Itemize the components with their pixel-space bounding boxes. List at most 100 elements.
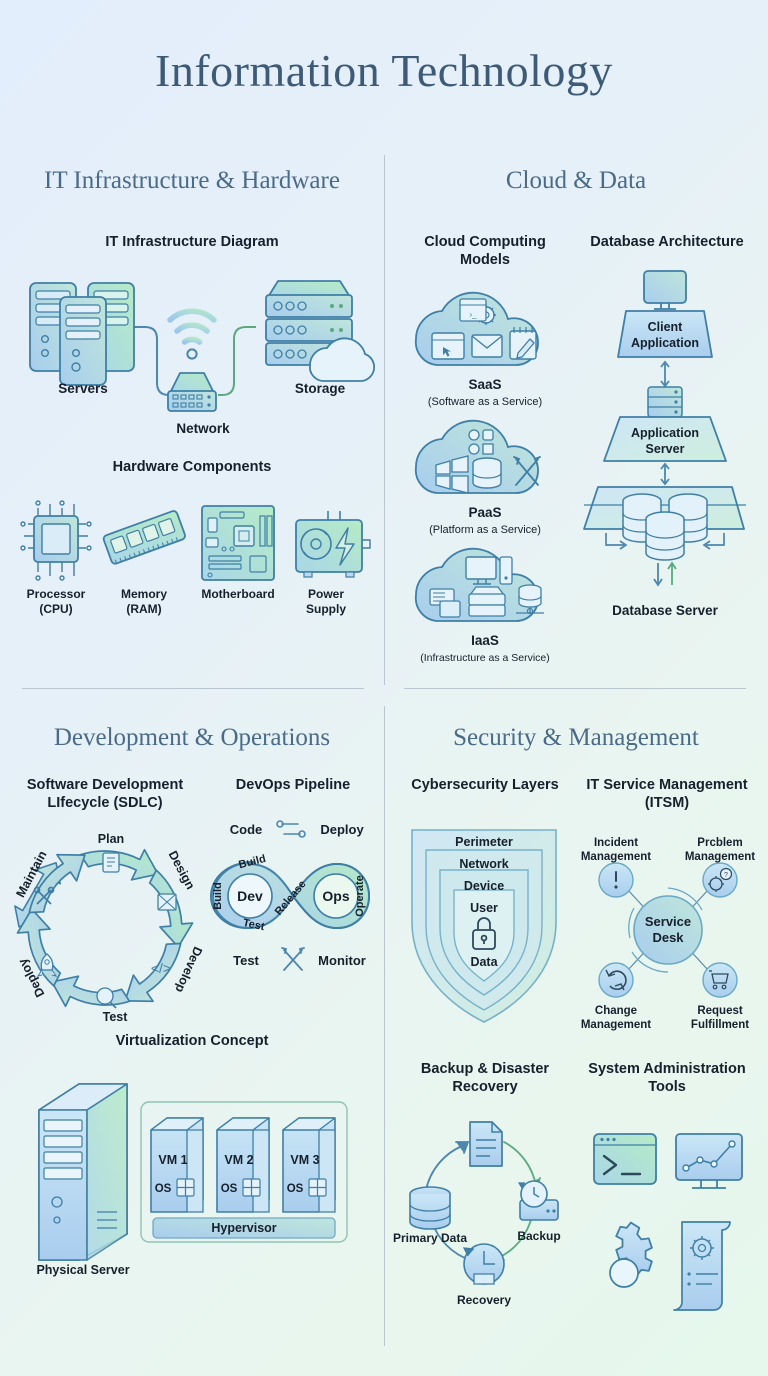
cybersecurity-layers-graphic: Perimeter Network Device User Data	[411, 829, 557, 1024]
padlock-icon	[472, 917, 496, 951]
database-icon	[472, 457, 502, 489]
svg-text:</>: </>	[151, 960, 171, 976]
alert-exclamation-icon	[598, 862, 634, 898]
devops-inner-build-left: Build	[212, 882, 224, 910]
itsm-label-request-1: Request	[697, 1005, 743, 1017]
cloud-iaas	[414, 548, 544, 623]
tools-cross-icon	[281, 947, 305, 972]
block-title-virtualization: Virtualization Concept	[115, 1033, 269, 1050]
notepad-pencil-icon	[509, 327, 537, 360]
node-label-storage: Storage	[295, 381, 346, 396]
itsm-label-change-2: Management	[581, 1019, 651, 1031]
model-expansion-paas: (Platform as a Service)	[429, 524, 541, 536]
devops-label-deploy: Deploy	[320, 822, 364, 837]
vm-os-2: OS	[221, 1183, 238, 1195]
section-cloud-data: Cloud & Data Cloud Computing Models	[384, 145, 768, 688]
svg-text:Motherboard: Motherboard	[201, 587, 274, 601]
section-heading-security: Security & Management	[453, 724, 699, 751]
devops-inner-test: Test	[242, 917, 266, 933]
refresh-cycle-icon	[598, 962, 634, 998]
itsm-label-problem-2: Management	[685, 851, 755, 863]
svg-text:›_: ›_	[469, 310, 477, 319]
section-heading-cloud-data: Cloud & Data	[505, 167, 647, 194]
page-title: Information Technology	[155, 45, 613, 96]
model-abbr-paas: PaaS	[468, 505, 501, 520]
monitor-tower-icon	[465, 556, 513, 585]
devops-label-monitor: Monitor	[318, 953, 366, 968]
section-heading-infrastructure: IT Infrastructure & Hardware	[44, 167, 340, 194]
tier-label-database-server: Database Server	[612, 603, 719, 618]
backup-label-backup: Backup	[517, 1229, 560, 1243]
vm-name-2: VM 2	[224, 1153, 253, 1167]
vm-os-3: OS	[287, 1183, 304, 1195]
database-network-icon	[516, 584, 544, 615]
layer-label-device: Device	[464, 879, 504, 893]
itsm-label-problem-1: Prcblem	[697, 837, 742, 849]
database-server-tier	[583, 486, 746, 587]
power-supply-icon	[295, 511, 371, 578]
divider-horizontal-left	[22, 688, 364, 689]
virtualization-graphic: VM 1 OS VM 2 OS	[36, 1083, 348, 1277]
divider-vertical-top	[384, 155, 385, 685]
document-icon	[469, 1121, 503, 1168]
layer-label-data: Data	[470, 955, 498, 969]
application-server-tier: Application Server	[603, 386, 727, 463]
block-title-cybersecurity: Cybersecurity Layers	[411, 777, 559, 793]
svg-text:(RAM): (RAM)	[126, 602, 161, 616]
model-abbr-iaas: IaaS	[471, 633, 499, 648]
backup-drive-clock-icon	[517, 1180, 559, 1222]
itsm-label-incident-2: Management	[581, 851, 651, 863]
client-application-tier: Client Application	[617, 270, 713, 359]
layer-label-perimeter: Perimeter	[455, 835, 513, 849]
server-towers-icon	[29, 282, 135, 387]
model-expansion-saas: (Software as a Service)	[428, 396, 542, 408]
infinity-loop	[209, 861, 371, 930]
arrow-client-to-app	[660, 360, 670, 388]
block-title-itsm: IT Service Management (ITSM)	[586, 777, 748, 812]
storage-box-icon	[468, 586, 506, 617]
svg-text:Power: Power	[308, 587, 344, 601]
hypervisor-label: Hypervisor	[211, 1221, 276, 1235]
devops-pipeline-graphic: Dev Ops Code Deploy Test Monitor Build B…	[209, 820, 371, 972]
svg-text:Application: Application	[631, 336, 699, 350]
physical-server-3d	[38, 1083, 128, 1262]
svg-text:?: ?	[724, 872, 728, 879]
block-title-backup-dr: Backup & Disaster Recovery	[420, 1061, 550, 1096]
windows-tiles-icon	[435, 455, 469, 495]
storage-rack-cloud-icon	[265, 280, 375, 383]
ram-stick-icon	[102, 510, 186, 565]
svg-text:Service: Service	[645, 914, 691, 929]
arrow-app-to-db	[660, 462, 670, 486]
tools-cross-icon	[513, 456, 541, 487]
devops-inner-operate: Operate	[354, 875, 366, 917]
block-title-it-infrastructure-diagram: IT Infrastructure Diagram	[105, 234, 279, 250]
sysadmin-tools-graphic	[593, 1133, 743, 1312]
network-switch-wifi-icon	[167, 308, 217, 413]
sdlc-label-test: Test	[103, 1010, 129, 1024]
gear-icon	[609, 1222, 653, 1289]
cpu-chip-icon	[20, 500, 92, 581]
vm-os-1: OS	[155, 1183, 172, 1195]
divider-horizontal-right	[404, 688, 746, 689]
itsm-label-incident-1: Incident	[594, 837, 638, 849]
node-label-servers: Servers	[58, 381, 108, 396]
config-script-icon	[673, 1221, 731, 1312]
svg-text:Client: Client	[648, 320, 684, 334]
section-security: Security & Management Cybersecurity Laye…	[384, 688, 768, 1376]
terminal-icon	[593, 1133, 657, 1186]
service-desk-hub: Service Desk	[628, 887, 703, 973]
block-title-database-architecture: Database Architecture	[590, 234, 744, 250]
database-cylinders-icon	[622, 493, 708, 561]
envelope-icon	[471, 334, 503, 358]
shopping-cart-icon	[702, 962, 738, 998]
block-title-sdlc: Software Development LIfecycle (SDLC)	[26, 777, 184, 812]
vm-name-3: VM 3	[290, 1153, 319, 1167]
svg-text:Supply: Supply	[306, 602, 346, 616]
puzzle-icon	[468, 429, 494, 455]
monitoring-chart-icon	[675, 1133, 743, 1190]
section-heading-devops: Development & Operations	[53, 724, 331, 751]
devops-label-test: Test	[233, 953, 259, 968]
quadrant-grid: IT Infrastructure & Hardware IT Infrastr…	[0, 145, 768, 1376]
section-infrastructure: IT Infrastructure & Hardware IT Infrastr…	[0, 145, 384, 688]
server-card-icon	[429, 588, 461, 618]
